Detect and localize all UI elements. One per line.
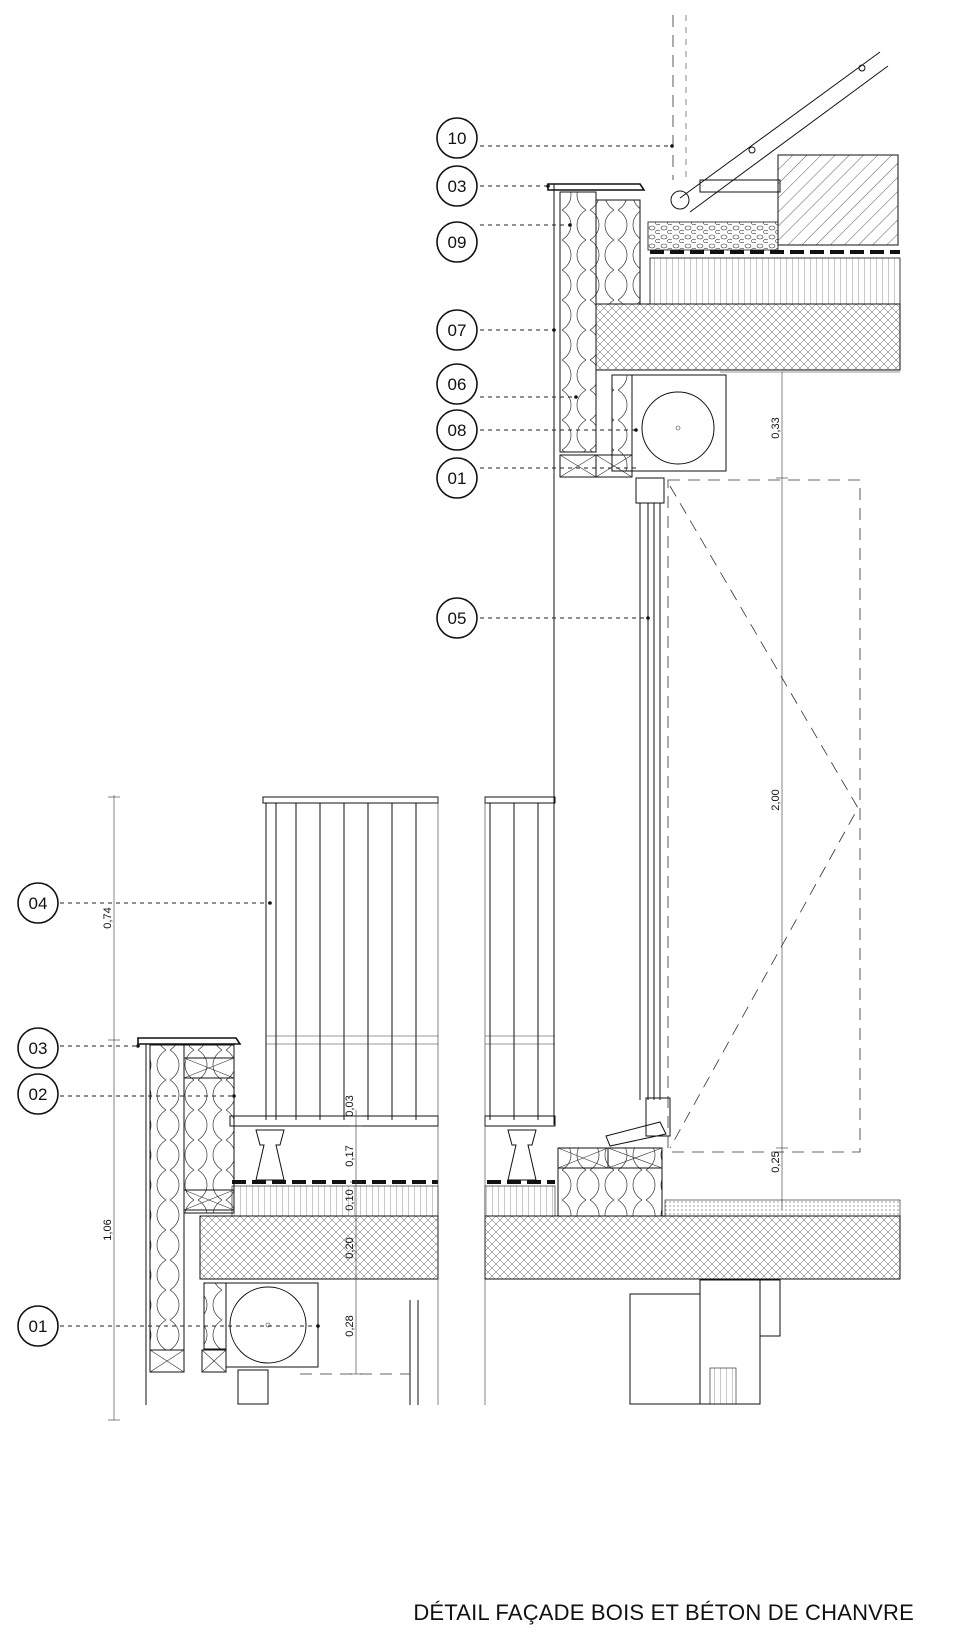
- callout-04: 04: [17, 882, 59, 924]
- callout-label: 06: [448, 375, 467, 394]
- callout-09: 09: [436, 221, 478, 263]
- leader-lines: [60, 144, 674, 1328]
- callout-label: 01: [448, 469, 467, 488]
- callout-02: 02: [17, 1073, 59, 1115]
- dim-label: 1,06: [102, 1219, 114, 1240]
- callout-label: 03: [448, 177, 467, 196]
- callout-label: 09: [448, 233, 467, 252]
- callout-03-lower: 03: [17, 1027, 59, 1069]
- dim-label: 0,03: [344, 1095, 356, 1116]
- callout-label: 08: [448, 421, 467, 440]
- upper-section: [547, 15, 901, 1153]
- callout-01-lower: 01: [17, 1305, 59, 1347]
- callout-05: 05: [436, 597, 478, 639]
- dim-label: 0,28: [344, 1315, 356, 1336]
- callout-03-upper: 03: [436, 165, 478, 207]
- dim-label: 0,25: [770, 1151, 782, 1172]
- dim-label: 0,17: [344, 1145, 356, 1166]
- callout-label: 04: [29, 894, 48, 913]
- balcony-railing: [262, 796, 556, 1120]
- callout-label: 03: [29, 1039, 48, 1058]
- callout-07: 07: [436, 309, 478, 351]
- callout-label: 07: [448, 321, 467, 340]
- callout-08: 08: [436, 409, 478, 451]
- dim-label: 0,10: [344, 1189, 356, 1210]
- dim-label: 0,20: [344, 1237, 356, 1258]
- callout-label: 02: [29, 1085, 48, 1104]
- dim-label: 0,33: [770, 417, 782, 438]
- callout-06: 06: [436, 363, 478, 405]
- callout-01-upper: 01: [436, 457, 478, 499]
- lower-section: [137, 796, 901, 1405]
- skylight-arm: [670, 51, 889, 213]
- callout-label: 10: [448, 129, 467, 148]
- callout-label: 01: [29, 1317, 48, 1336]
- drawing-title: DÉTAIL FAÇADE BOIS ET BÉTON DE CHANVRE: [413, 1600, 914, 1625]
- callout-10: 10: [436, 117, 478, 159]
- dimension-lines: [108, 372, 788, 1421]
- dim-label: 2,00: [770, 789, 782, 810]
- callout-label: 05: [448, 609, 467, 628]
- dimension-labels: 0,33 2,00 0,25 0,74 1,06 0,03 0,17 0,10 …: [102, 417, 782, 1336]
- dim-label: 0,74: [102, 907, 114, 928]
